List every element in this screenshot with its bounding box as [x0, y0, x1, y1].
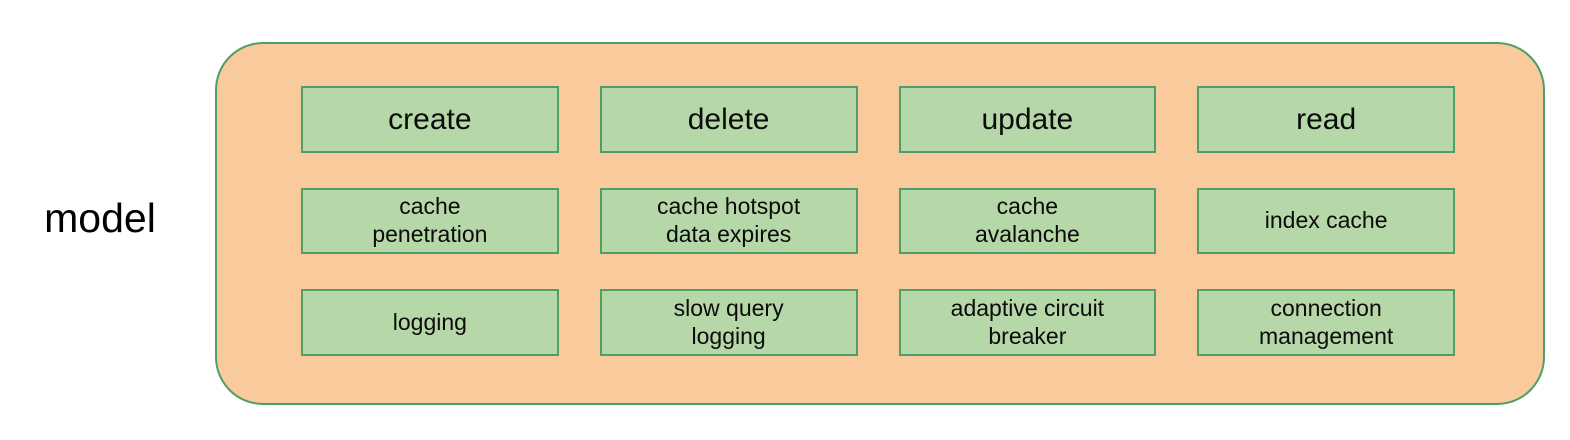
cell-box-cache-avalanche: cache avalanche	[898, 187, 1157, 255]
cell-box-connection-management: connection management	[1197, 289, 1455, 356]
cell-box-slow-query-logging: slow query logging	[599, 289, 858, 356]
model-row-label: model	[44, 195, 156, 241]
cell-box-cache-penetration: cache penetration	[301, 187, 559, 255]
header-box-update: update	[898, 86, 1157, 153]
model-container: create delete update read cache penetrat…	[215, 42, 1545, 405]
header-box-delete: delete	[599, 86, 858, 153]
cell-box-cache-hotspot-data-expires: cache hotspot data expires	[599, 187, 858, 255]
header-box-create: create	[301, 86, 559, 153]
model-grid: create delete update read cache penetrat…	[217, 44, 1543, 403]
header-box-read: read	[1197, 86, 1455, 153]
cell-box-adaptive-circuit-breaker: adaptive circuit breaker	[898, 289, 1157, 356]
cell-box-logging: logging	[301, 289, 559, 356]
cell-box-index-cache: index cache	[1197, 187, 1455, 255]
